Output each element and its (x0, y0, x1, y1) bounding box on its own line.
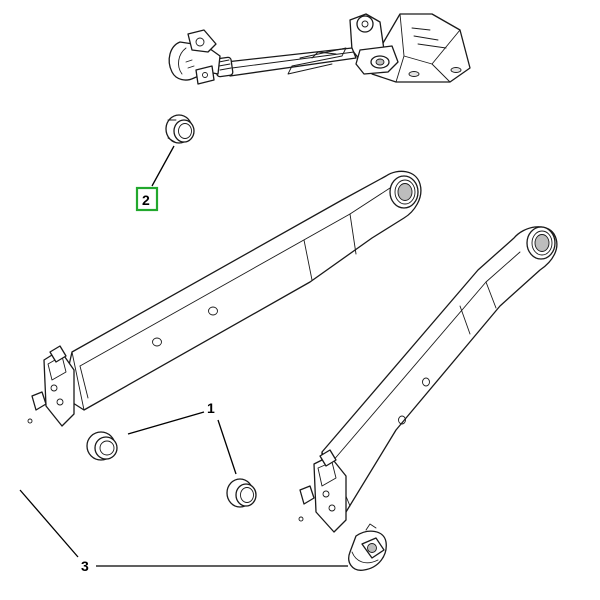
callout-part-1: 1 (207, 400, 215, 416)
part-1-bushing-upper (86, 431, 118, 461)
callout-part-2: 2 (142, 192, 150, 208)
callout-part-2-box: 2 (135, 186, 159, 212)
part-3-retainer-clip (348, 523, 387, 571)
part-2-bushing (165, 114, 195, 144)
leader-lines (19, 145, 348, 567)
part-1-bushing-lower (226, 478, 257, 508)
callout-part-3: 3 (81, 558, 89, 574)
lower-link-arm-right (298, 226, 558, 533)
hitch-assembly (168, 13, 471, 85)
lower-link-arm-left (27, 170, 422, 427)
